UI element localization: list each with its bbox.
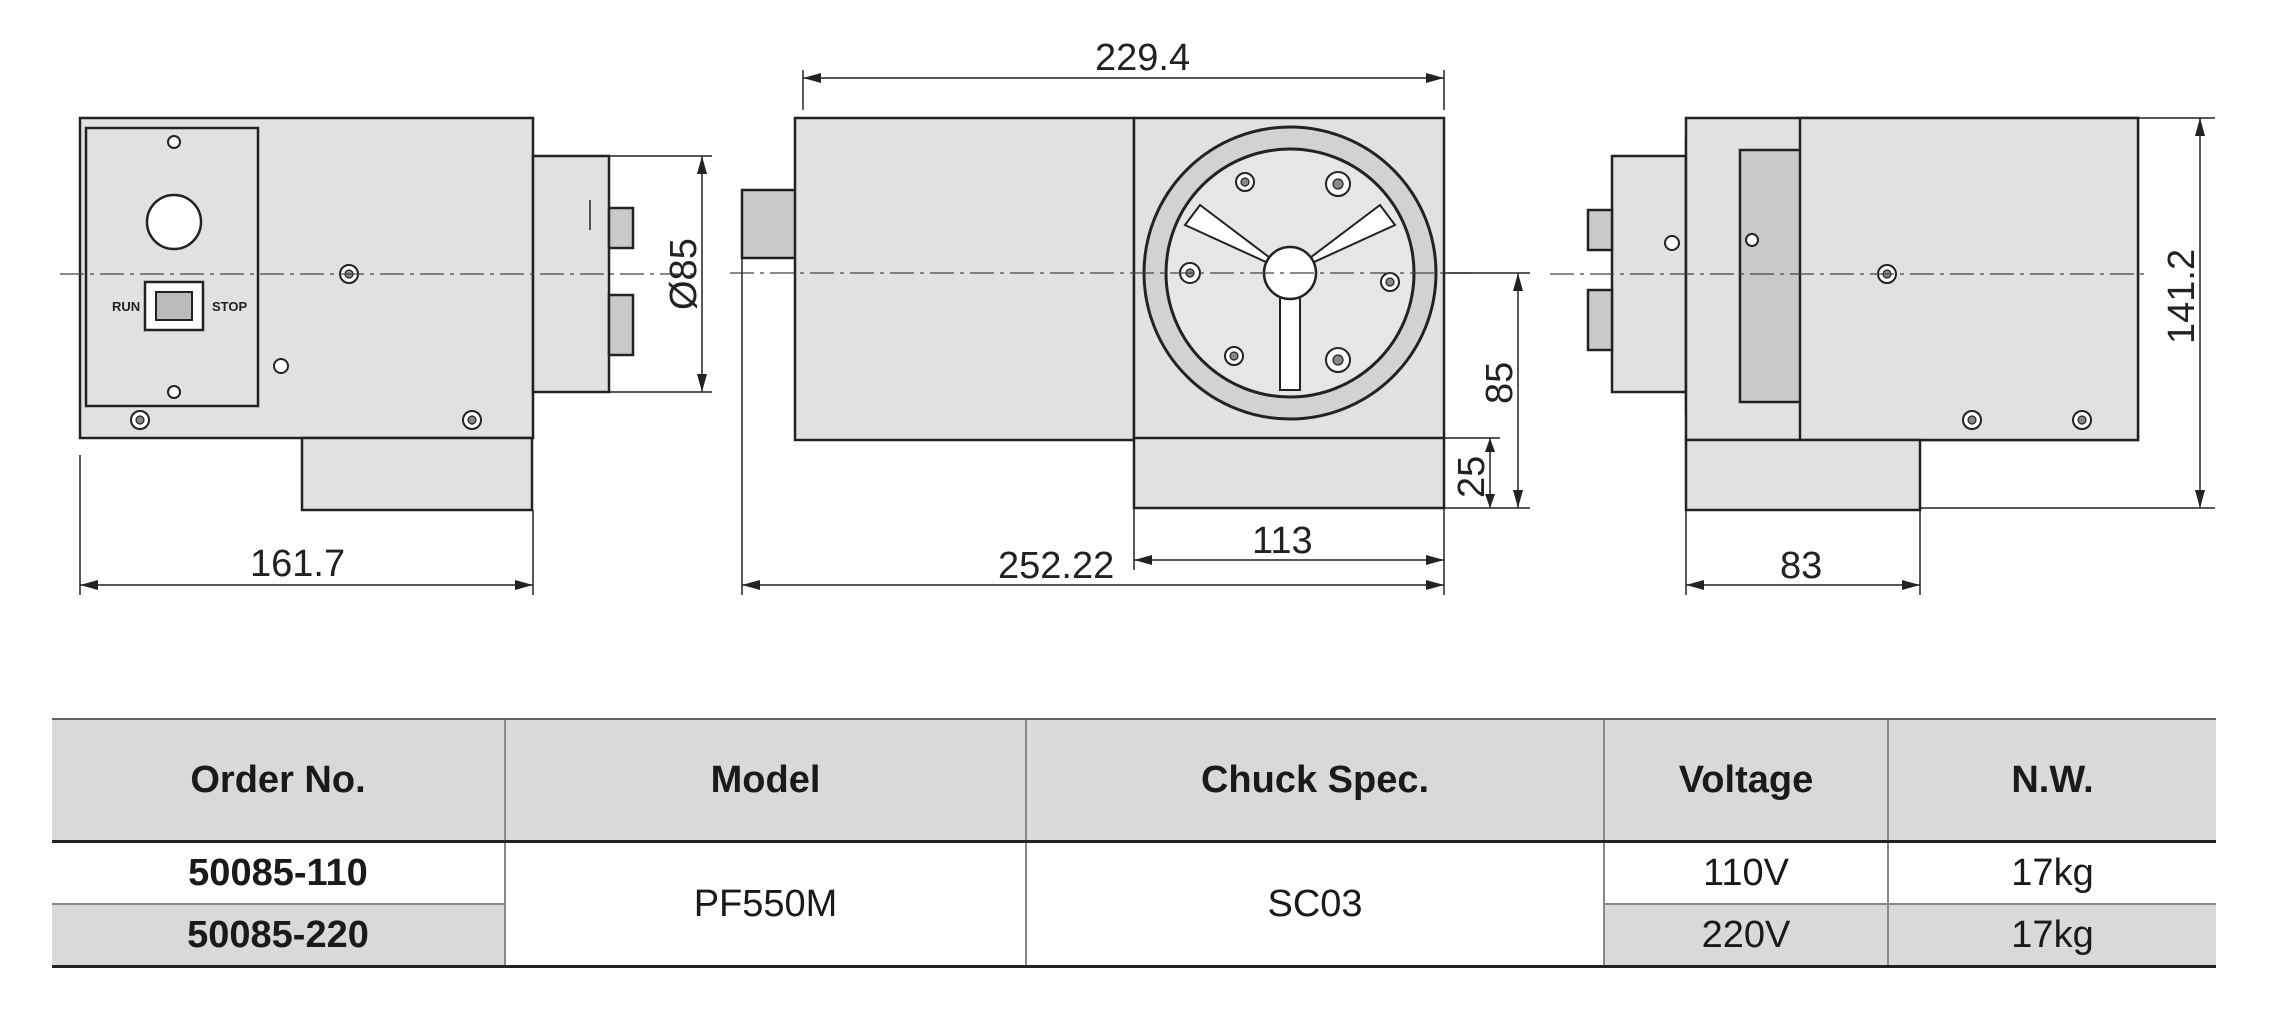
header-model: Model (504, 718, 1026, 843)
dim-141-2: 141.2 (2161, 249, 2203, 344)
chuck-jaw (1586, 288, 1614, 352)
dim-113: 113 (1252, 520, 1313, 562)
center-view: 229.4 113 252.22 85 25 (730, 37, 1530, 595)
voltage-cell: 220V (1603, 904, 1888, 968)
switch-panel (84, 126, 260, 408)
chuck-jaw (607, 206, 635, 250)
chuck-spec-cell: SC03 (1025, 841, 1604, 968)
header-nw: N.W. (1887, 718, 2216, 843)
order-no-cell: 50085-220 (52, 904, 505, 968)
right-base (1684, 438, 1922, 512)
screw-icon (1179, 171, 1400, 373)
nw-cell: 17kg (1887, 904, 2216, 968)
order-no-cell: 50085-110 (52, 841, 505, 905)
technical-drawing: RUN STOP 161.7 Ø85 (60, 37, 2215, 595)
dim-85: 85 (1479, 362, 1521, 404)
dim-83: 83 (1780, 545, 1822, 587)
table-row: 50085-220 220V 17kg (52, 904, 2216, 968)
dim-25: 25 (1451, 456, 1493, 498)
table-header-row: Order No. Model Chuck Spec. Voltage N.W. (52, 718, 2216, 843)
table-row: 50085-110 PF550M SC03 110V 17kg (52, 841, 2216, 968)
dim-161-7: 161.7 (250, 543, 345, 585)
run-label: RUN (112, 299, 140, 314)
right-flange-ring (1738, 148, 1804, 404)
right-housing-body (1798, 116, 2140, 442)
center-base (1132, 436, 1446, 510)
center-housing-left (793, 116, 1136, 442)
header-voltage: Voltage (1603, 718, 1888, 843)
model-cell: PF550M (504, 841, 1026, 968)
chuck-jaw (1586, 208, 1614, 252)
dim-252-22: 252.22 (998, 545, 1114, 587)
nw-cell: 17kg (1887, 841, 2216, 905)
dim-229-4: 229.4 (1095, 37, 1190, 79)
left-view: RUN STOP 161.7 Ø85 (60, 116, 712, 595)
header-chuck-spec: Chuck Spec. (1025, 718, 1604, 843)
header-order-no: Order No. (52, 718, 505, 843)
rocker-switch-face (155, 291, 193, 321)
spec-table: Order No. Model Chuck Spec. Voltage N.W.… (52, 718, 2216, 968)
screw-icon (1664, 233, 2092, 430)
right-view: 83 141.2 (1550, 116, 2215, 595)
chuck-jaw (607, 293, 635, 357)
voltage-cell: 110V (1603, 841, 1888, 905)
stop-label: STOP (212, 299, 247, 314)
left-base (300, 436, 534, 512)
chuck-jaws (1183, 203, 1397, 391)
dim-dia-85: Ø85 (663, 238, 705, 310)
motor-connector (740, 188, 804, 260)
indicator-lamp (145, 193, 203, 251)
